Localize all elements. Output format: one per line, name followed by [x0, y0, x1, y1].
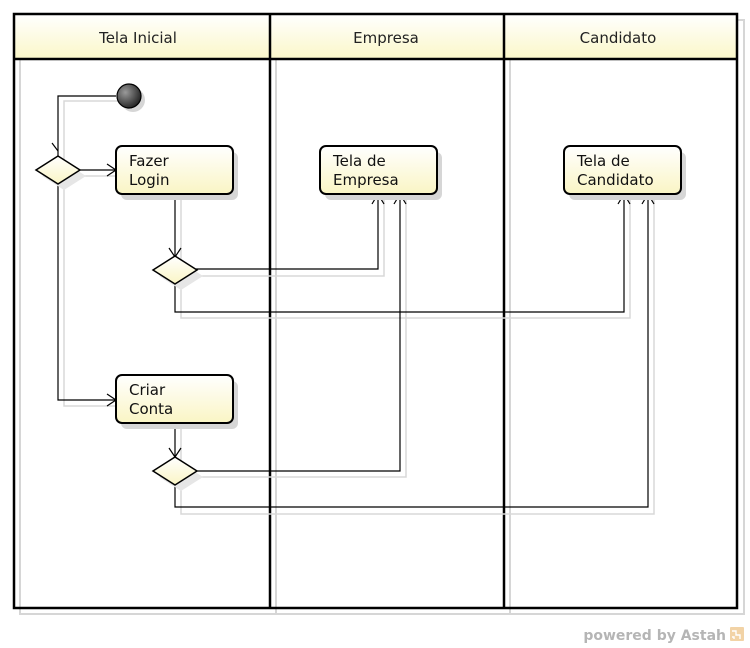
action-label-line2: Candidato [577, 171, 654, 189]
lane-header-candidato [504, 14, 737, 59]
action-criar-conta: Criar Conta [115, 374, 238, 429]
lane-header-empresa [270, 14, 504, 59]
decision-after-criar-conta [151, 456, 199, 486]
connector-shadows [63, 100, 655, 515]
action-label-line2: Login [129, 171, 169, 189]
decision-nodes [34, 155, 203, 491]
flow-start-to-decision [57, 95, 116, 157]
action-box [115, 145, 234, 195]
flow-decision-to-criar-conta [57, 182, 116, 401]
decision-entry [34, 155, 82, 185]
lane-label-tela-inicial: Tela Inicial [98, 29, 177, 47]
lane-label-empresa: Empresa [353, 29, 419, 47]
action-fazer-login: Fazer Login [115, 145, 238, 200]
lane-label-candidato: Candidato [580, 29, 657, 47]
swimlane-headers: Tela Inicial Empresa Candidato [14, 14, 737, 59]
action-label-line1: Criar [129, 381, 166, 399]
action-label-line1: Fazer [129, 152, 170, 170]
action-box [319, 145, 438, 195]
flow-criar-decision-to-empresa [196, 194, 401, 472]
lane-header-tela-inicial [14, 14, 270, 59]
flow-login-decision-to-empresa [196, 194, 379, 270]
action-tela-de-empresa: Tela de Empresa [319, 145, 442, 200]
action-box [115, 374, 234, 424]
action-label-line2: Conta [129, 400, 173, 418]
action-tela-de-candidato: Tela de Candidato [563, 145, 686, 200]
astah-logo-icon [730, 627, 744, 641]
astah-watermark: powered by Astah [583, 627, 744, 644]
initial-node [116, 83, 142, 109]
flow-criar-decision-to-candidato [174, 194, 649, 508]
action-label-line1: Tela de [332, 152, 386, 170]
action-label-line2: Empresa [333, 171, 399, 189]
action-label-line1: Tela de [576, 152, 630, 170]
frame-border [12, 12, 739, 610]
swimlane-frame [12, 12, 739, 610]
decision-after-login [151, 255, 199, 285]
watermark-text: powered by Astah [583, 628, 726, 644]
action-box [563, 145, 682, 195]
